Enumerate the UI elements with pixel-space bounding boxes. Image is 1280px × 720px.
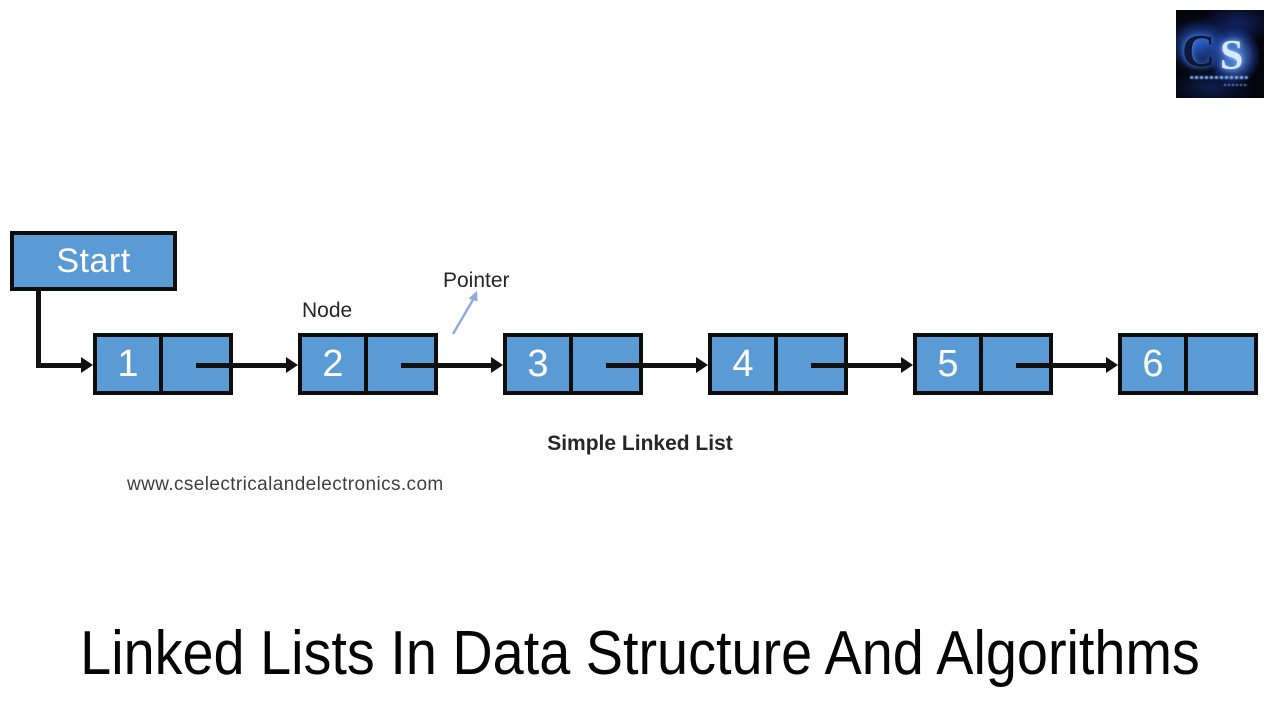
node-4-data-cell: 4 <box>712 337 778 391</box>
node-2-data-cell: 2 <box>302 337 368 391</box>
node-annotation-label: Node <box>302 299 353 322</box>
arrowhead-icon <box>286 357 298 373</box>
website-watermark: www.cselectricalandelectronics.com <box>127 474 444 495</box>
logo-tagline-scribble <box>1190 76 1248 79</box>
pointer-annotation-label: Pointer <box>443 269 510 292</box>
arrowhead-icon <box>696 357 708 373</box>
logo-letter-s: S <box>1220 33 1244 79</box>
node-1-data-cell: 1 <box>97 337 163 391</box>
start-arrowhead-icon <box>81 357 93 373</box>
node-2-value: 2 <box>322 342 344 385</box>
diagram-caption: Simple Linked List <box>547 432 733 455</box>
site-logo: C S <box>1176 10 1264 98</box>
page-title: Linked Lists In Data Structure And Algor… <box>80 619 1200 688</box>
arrowhead-icon <box>901 357 913 373</box>
pointer-callout-arrow-icon <box>451 291 478 335</box>
start-arrow-horizontal <box>36 363 81 368</box>
list-node-6: 6 <box>1118 333 1258 395</box>
start-label: Start <box>56 241 131 280</box>
node-3-data-cell: 3 <box>507 337 573 391</box>
logo-letter-c: C <box>1182 25 1216 76</box>
node-5-data-cell: 5 <box>917 337 983 391</box>
list-node-3: 3 <box>503 333 643 395</box>
node-4-value: 4 <box>732 342 754 385</box>
start-arrow-vertical <box>36 289 41 368</box>
arrowhead-icon <box>1106 357 1118 373</box>
node-6-data-cell: 6 <box>1122 337 1188 391</box>
node-5-value: 5 <box>937 342 959 385</box>
start-box: Start <box>10 231 177 291</box>
node-1-value: 1 <box>117 342 139 385</box>
arrowhead-icon <box>491 357 503 373</box>
node-3-value: 3 <box>527 342 549 385</box>
node-6-pointer-cell <box>1188 337 1254 391</box>
logo-subtext-scribble <box>1224 84 1248 86</box>
node-6-value: 6 <box>1142 342 1164 385</box>
